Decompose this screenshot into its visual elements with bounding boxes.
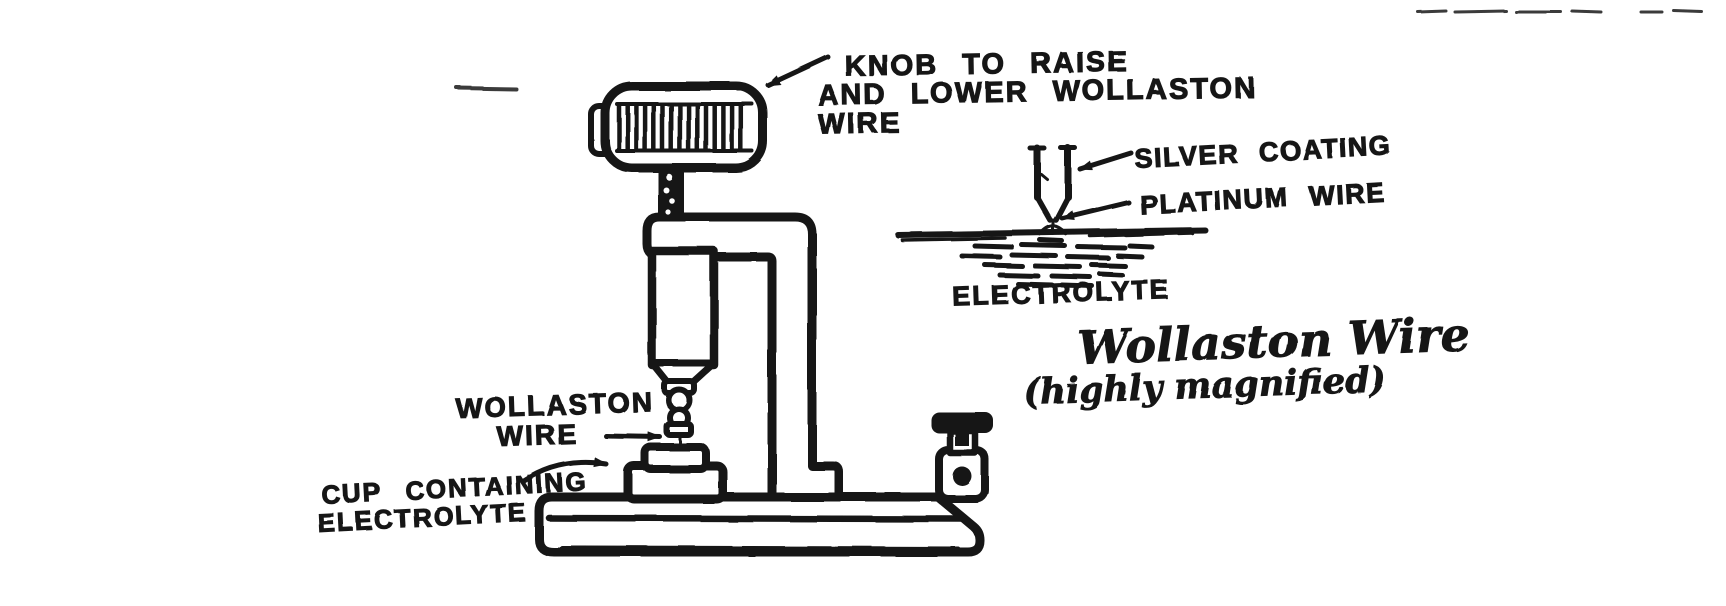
cup-label-arrow (521, 457, 609, 484)
silver-coating-arrow (1077, 150, 1134, 172)
knob-label-line3: WIRE (818, 108, 902, 141)
magnified-wire-inset (895, 144, 1208, 289)
wollaston-wire-arrow (603, 431, 663, 442)
support-arm-and-column (642, 212, 844, 502)
electrolyte-ripples (959, 237, 1155, 289)
silver-coating-label: SILVER COATING (1134, 131, 1393, 174)
binding-post (931, 412, 993, 503)
knob-label-line2: AND LOWER WOLLASTON (818, 72, 1258, 112)
wollaston-label-line2: WIRE (496, 418, 578, 452)
lead-screw (658, 167, 684, 221)
knob-label: KNOB TO RAISE AND LOWER WOLLASTON WIRE (817, 45, 1258, 141)
wire-holder-cylinder (647, 246, 719, 454)
scan-artifact-top-line (455, 9, 1704, 91)
inset-electrolyte-label: ELECTROLYTE (952, 274, 1170, 312)
wollaston-wire-label: WOLLASTON WIRE (455, 386, 655, 453)
adjustment-knob (588, 81, 768, 173)
platinum-wire-label: PLATINUM WIRE (1139, 177, 1386, 220)
platinum-wire-arrow (1059, 199, 1131, 221)
knob-knurling (616, 102, 744, 153)
liquid-surface (895, 227, 1208, 242)
knob-label-arrow (765, 54, 831, 88)
wollaston-label-line1: WOLLASTON (455, 386, 654, 424)
silver-coating-tube (1027, 144, 1078, 223)
binding-post-thumbnut (931, 412, 993, 433)
electrolyte-cup (623, 443, 728, 504)
base-plate (534, 492, 985, 557)
binding-post-hole (952, 466, 972, 486)
knob-label-line1: KNOB TO RAISE (845, 46, 1129, 83)
